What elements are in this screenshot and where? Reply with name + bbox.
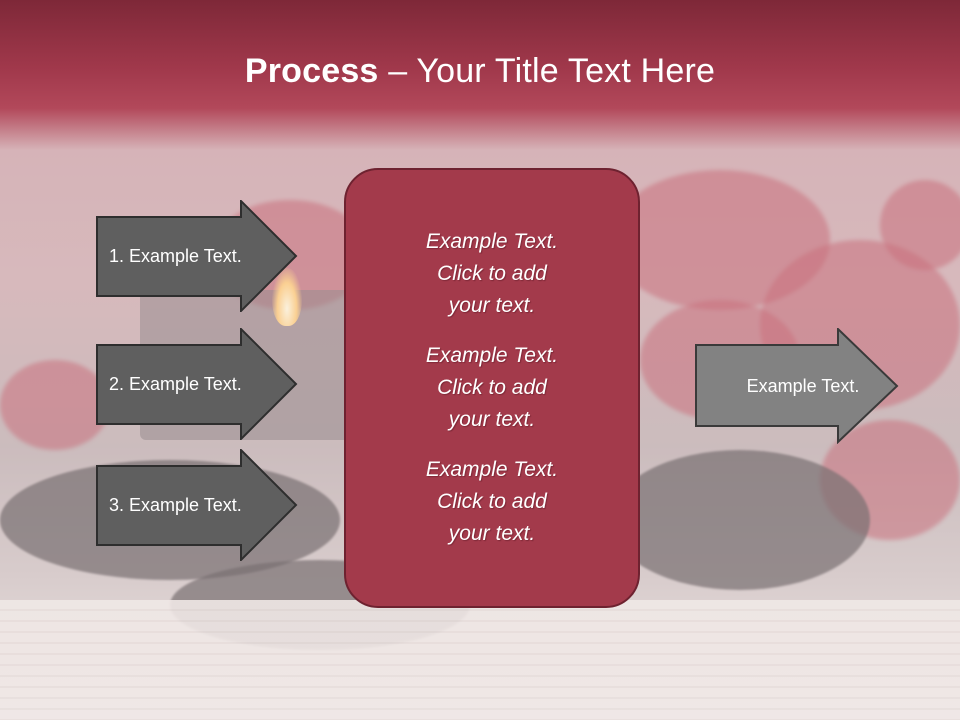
step-arrow-1[interactable]: 1. Example Text. (96, 200, 298, 312)
step-label: 1. Example Text. (109, 245, 242, 266)
arrow-right-shape (695, 328, 899, 444)
process-text-1[interactable]: Example Text. Click to add your text. (425, 230, 559, 317)
process-box[interactable]: Example Text. Click to add your text. Ex… (344, 168, 640, 608)
process-text-2[interactable]: Example Text. Click to add your text. (425, 344, 559, 431)
process-text-3[interactable]: Example Text. Click to add your text. (425, 458, 559, 545)
result-arrow[interactable]: Example Text. (695, 328, 899, 444)
step-arrow-3[interactable]: 3. Example Text. (96, 449, 298, 561)
step-arrow-2[interactable]: 2. Example Text. (96, 328, 298, 440)
arrow-right-shape (96, 449, 298, 561)
title-rest: – Your Title Text Here (378, 52, 716, 90)
step-label: 2. Example Text. (109, 373, 242, 394)
title-band (0, 0, 960, 150)
arrow-right-shape (96, 200, 298, 312)
slide-title[interactable]: Process – Your Title Text Here (0, 52, 960, 91)
result-label: Example Text. (746, 375, 860, 396)
step-label: 3. Example Text. (109, 494, 242, 515)
title-bold: Process (244, 52, 379, 90)
arrow-right-shape (96, 328, 298, 440)
